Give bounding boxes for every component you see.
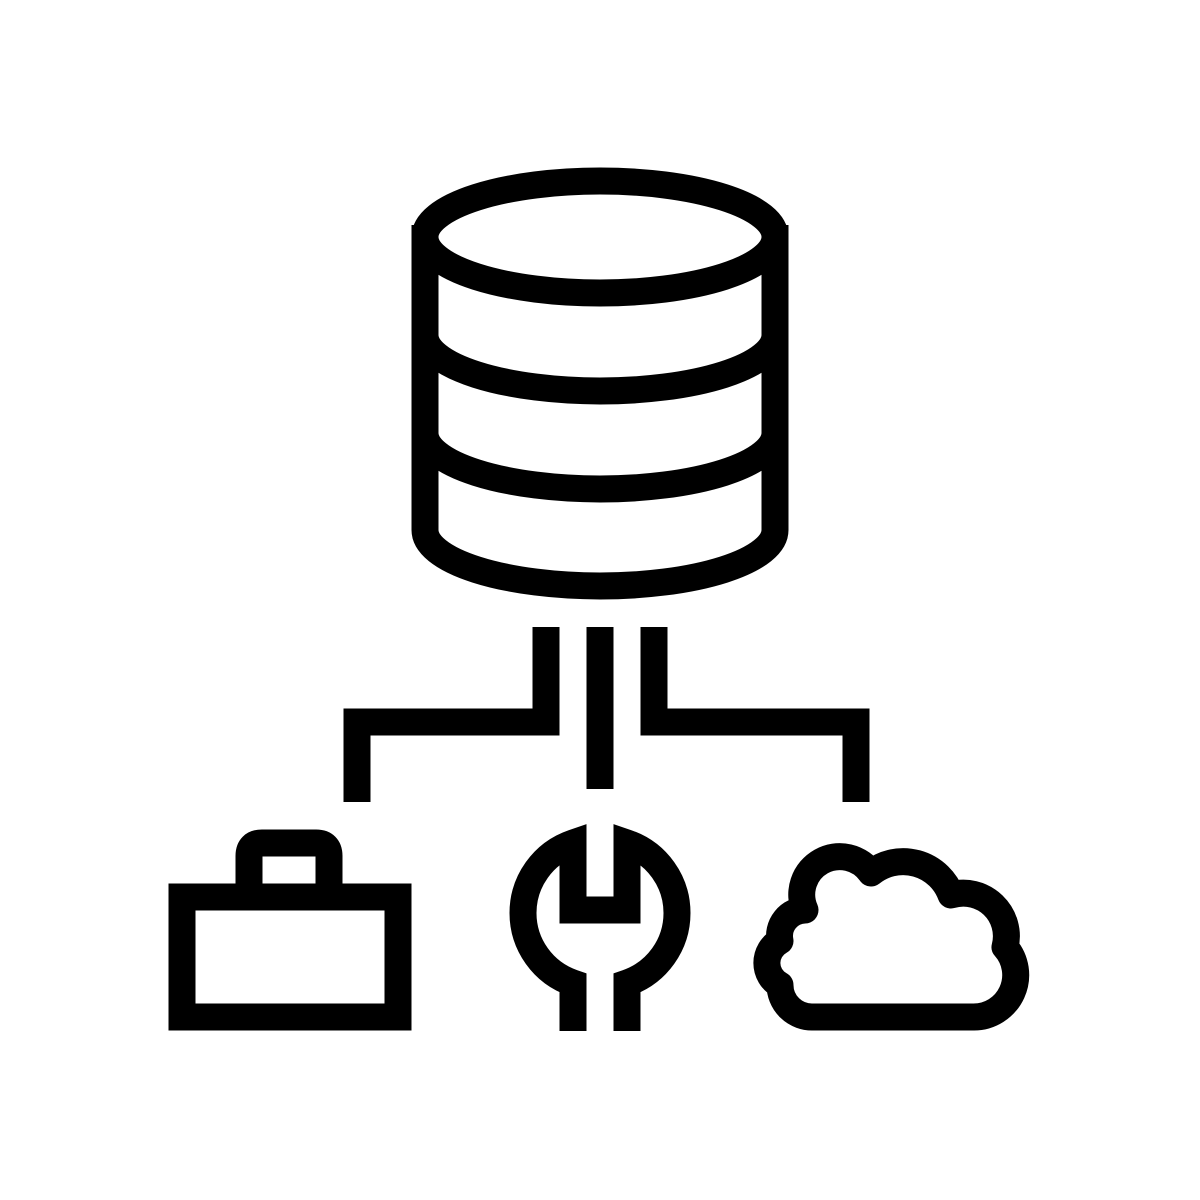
database-ring-2 bbox=[411, 431, 789, 503]
wrench-icon bbox=[509, 824, 691, 1031]
briefcase-body bbox=[168, 883, 412, 1031]
connector-lines bbox=[343, 627, 870, 802]
briefcase-icon bbox=[168, 829, 412, 1031]
briefcase-handle bbox=[235, 829, 343, 897]
cloud-icon bbox=[753, 843, 1030, 1031]
database-top-ellipse bbox=[411, 167, 789, 307]
connector-left bbox=[343, 627, 560, 802]
database-icon bbox=[411, 167, 789, 600]
cloud-shape bbox=[753, 843, 1030, 1031]
wrench-shape bbox=[509, 824, 691, 1031]
connector-right bbox=[640, 627, 870, 802]
database-ring-1 bbox=[411, 333, 789, 405]
database-body bbox=[411, 225, 789, 600]
